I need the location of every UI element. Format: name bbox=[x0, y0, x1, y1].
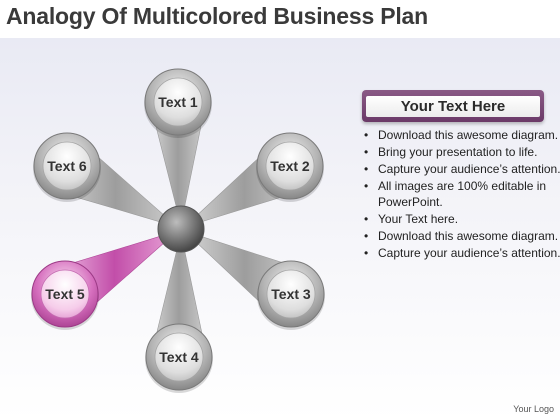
text-panel-header: Your Text Here bbox=[362, 90, 544, 122]
node-4: Text 4 bbox=[145, 323, 213, 393]
node-5: Text 5 bbox=[31, 260, 99, 330]
center-hub bbox=[157, 205, 205, 253]
node-2: Text 2 bbox=[256, 132, 324, 202]
node-face bbox=[40, 269, 90, 319]
bullet-item: Download this awesome diagram. bbox=[364, 228, 560, 244]
node-label: Text 5 bbox=[45, 286, 85, 302]
node-face bbox=[265, 141, 315, 191]
node-3: Text 3 bbox=[257, 260, 325, 330]
text-panel-header-label: Your Text Here bbox=[366, 96, 540, 117]
logo-text: Your Logo bbox=[513, 404, 554, 414]
bullet-item: Your Text here. bbox=[364, 211, 560, 227]
node-face bbox=[266, 269, 316, 319]
node-1: Text 1 bbox=[144, 68, 212, 138]
node-6: Text 6 bbox=[33, 132, 101, 202]
node-face bbox=[42, 141, 92, 191]
node-label: Text 2 bbox=[270, 158, 310, 174]
bullet-item: Download this awesome diagram. bbox=[364, 127, 560, 143]
node-label: Text 4 bbox=[159, 349, 199, 365]
node-label: Text 3 bbox=[271, 286, 311, 302]
page-title: Analogy Of Multicolored Business Plan bbox=[6, 3, 428, 29]
bullet-item: Capture your audience’s attention. bbox=[364, 245, 560, 261]
node-face bbox=[154, 332, 204, 382]
node-label: Text 1 bbox=[158, 94, 198, 110]
diagram-nodes: Text 1 Text 2 Text 3 Text 4 Text 5 Text 6 bbox=[31, 68, 325, 393]
bullet-list: Download this awesome diagram. Bring you… bbox=[360, 127, 560, 262]
node-label: Text 6 bbox=[47, 158, 87, 174]
bullet-item: Bring your presentation to life. bbox=[364, 144, 560, 160]
bullet-item: All images are 100% editable in PowerPoi… bbox=[364, 178, 560, 210]
bullet-item: Capture your audience’s attention. bbox=[364, 161, 560, 177]
node-face bbox=[153, 77, 203, 127]
